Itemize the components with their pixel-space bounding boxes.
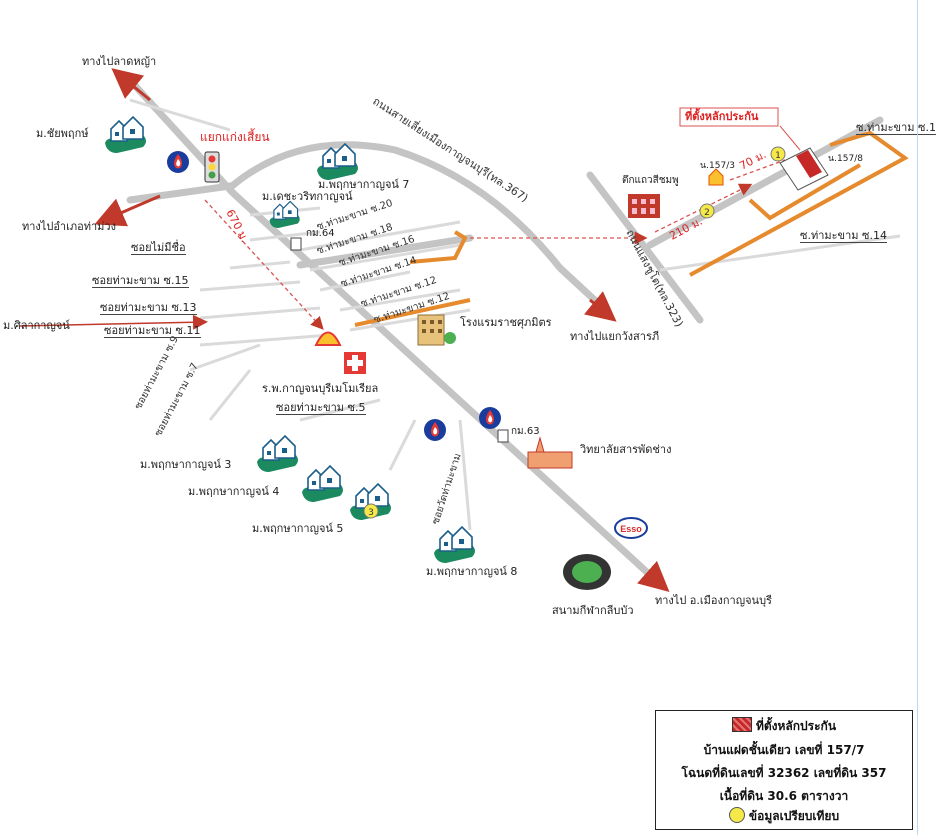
soi-label-s13: ซอยท่ามะขาม ซ.13 [100,301,197,315]
comparable-marker-1-label: 1 [775,151,781,161]
pink-building-icon [628,194,660,218]
main-roads [124,74,884,579]
ptt-station-icon [424,419,446,441]
ptt-station-icon [479,407,501,429]
place-label-km63: กม.63 [511,426,540,437]
road-label-wang-sarapi: ทางไปแยกวังสารภี [570,330,660,343]
small-house-icon [708,168,724,186]
stadium-icon [563,554,611,590]
legend-house-desc: บ้านแฝดชั้นเดียว เลขที่ 157/7 [703,743,865,757]
place-label-pruksa5: ม.พฤกษากาญจน์ 5 [252,522,344,535]
km-post-icon [290,237,509,443]
place-label-chaiyapruek: ม.ชัยพฤกษ์ [36,127,89,140]
collateral-plot [779,147,829,191]
road-label-tha-muang: ทางไปอำเภอท่าม่วง [22,220,116,233]
legend-comparable-label: ข้อมูลเปรียบเทียบ [748,809,840,823]
house-icon [104,116,147,154]
soi-label-s11: ซอยท่ามะขาม ซ.11 [104,324,201,338]
shell-station-icon [314,331,342,346]
place-label-pink-building: ตึกแถวสีชมพู [622,175,679,186]
legend-deed: โฉนดที่ดินเลขที่ 32362 เลขที่ดิน 357 [681,766,887,780]
place-label-km64: กม.64 [306,228,335,239]
distance-label-210: 210 ม. [667,215,704,243]
house-icon [433,526,476,564]
legend-row-comparable: ข้อมูลเปรียบเทียบ [656,807,912,826]
esso-station-icon: Esso [614,517,648,539]
place-label-stadium: สนามกีฬากลีบบัว [552,604,634,617]
place-label-pruksa3: ม.พฤกษากาญจน์ 3 [140,458,232,471]
ptt-station-icon [167,151,189,173]
hotel-icon [417,314,456,346]
legend: ที่ตั้งหลักประกัน บ้านแฝดชั้นเดียว เลขที… [655,710,913,830]
page-edge [917,0,918,835]
collateral-callout-label: ที่ตั้งหลักประกัน [685,110,759,123]
comparable-marker-3-label: 3 [368,508,374,518]
soi-label-s15: ซอยท่ามะขาม ซ.15 [92,274,189,288]
distance-label-70: 70 ม. [737,148,768,173]
place-label-hospital: ร.พ.กาญจนบุรีเมโมเรียล [262,382,379,395]
house-icon [301,465,344,503]
house-icon [268,200,301,229]
place-label-pruksa7: ม.พฤกษากาญจน์ 7 [318,178,410,191]
comparable-marker-2-label: 2 [704,208,710,218]
traffic-light-icon [204,151,220,183]
minor-sois [129,98,901,531]
junction-label: แยกแก่งเสี้ยน [200,130,270,144]
distance-label-670: 670 ม. [223,207,251,244]
legend-row-collateral: ที่ตั้งหลักประกัน [656,717,912,736]
soi-label-s1: ซ.ท่ามะขาม ซ.1 [856,121,936,135]
soi-label-s14b: ซ.ท่ามะขาม ซ.14 [800,229,887,243]
collateral-swatch-icon [731,717,752,732]
legend-collateral-label: ที่ตั้งหลักประกัน [755,719,837,733]
place-label-college: วิทยาลัยสารพัดช่าง [580,443,672,456]
road-label-mueang: ทางไป อ.เมืองกาญจนบุรี [655,594,772,607]
comparable-marker [363,146,786,519]
house-icon [256,435,299,473]
college-icon [527,436,573,469]
place-label-pruksa8: ม.พฤกษากาญจน์ 8 [426,565,518,578]
place-label-silakarn: ม.ศิลากาญจน์ [3,319,70,332]
road-label-lat-ya: ทางไปลาดหญ้า [82,55,157,68]
hospital-icon [344,352,366,374]
place-label-hotel: โรงแรมราชศุภมิตร [460,316,552,329]
soi-label-unnamed: ซอยไม่มีชื่อ [131,241,186,255]
svg-text:Esso: Esso [620,524,642,534]
route-lines [354,130,909,327]
soi-label-s5: ซอยท่ามะขาม ซ.5 [276,401,366,415]
legend-area: เนื้อที่ดิน 30.6 ตารางวา [719,789,849,803]
comparable-swatch-icon [728,807,745,823]
place-label-pruksa4: ม.พฤกษากาญจน์ 4 [188,485,280,498]
place-label-n157-3: น.157/3 [700,161,735,171]
soi-label-wat: ซอยวัดท่ามะขาม [430,452,463,526]
place-label-dechawarit: ม.เดชะวริทกาญจน์ [262,190,353,203]
collateral-callout [679,107,801,151]
place-label-n157-8: น.157/8 [828,154,863,164]
direction-arrows [19,68,670,592]
